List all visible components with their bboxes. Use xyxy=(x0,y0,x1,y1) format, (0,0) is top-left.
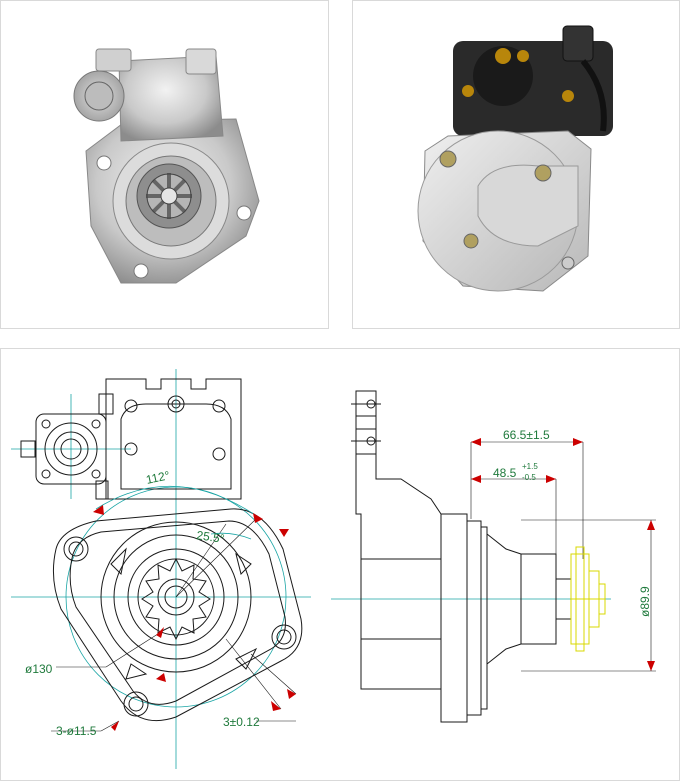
starter-rear-photo xyxy=(417,25,613,292)
technical-drawing-panel: 112° 25.5° ø130 3-ø11.5 3±0.12 xyxy=(0,348,680,781)
dim-length-48: 48.5 xyxy=(493,466,517,480)
side-view-arrows xyxy=(471,438,655,671)
dim-length-48-tol-lower: -0.5 xyxy=(522,473,536,482)
angle-label-secondary: 25.5° xyxy=(196,528,226,546)
dim-diameter-130: ø130 xyxy=(25,662,53,676)
front-view-drawing xyxy=(11,369,311,769)
front-view-arrows xyxy=(93,505,296,731)
dim-holes: 3-ø11.5 xyxy=(56,724,97,738)
dim-length-48-tol-upper: +1.5 xyxy=(522,462,538,471)
dim-length-66: 66.5±1.5 xyxy=(503,428,550,442)
pinion-gear-outline xyxy=(570,546,606,652)
starter-front-photo xyxy=(73,48,260,284)
rear-photo-panel xyxy=(352,0,680,329)
dim-diameter-89: ø89.9 xyxy=(638,586,652,617)
dim-position-tolerance: 3±0.12 xyxy=(223,715,260,729)
technical-drawing: 112° 25.5° ø130 3-ø11.5 3±0.12 xyxy=(11,369,656,769)
angle-label: 112° xyxy=(145,468,172,487)
side-view-drawing xyxy=(331,390,656,723)
front-photo-panel xyxy=(0,0,329,329)
